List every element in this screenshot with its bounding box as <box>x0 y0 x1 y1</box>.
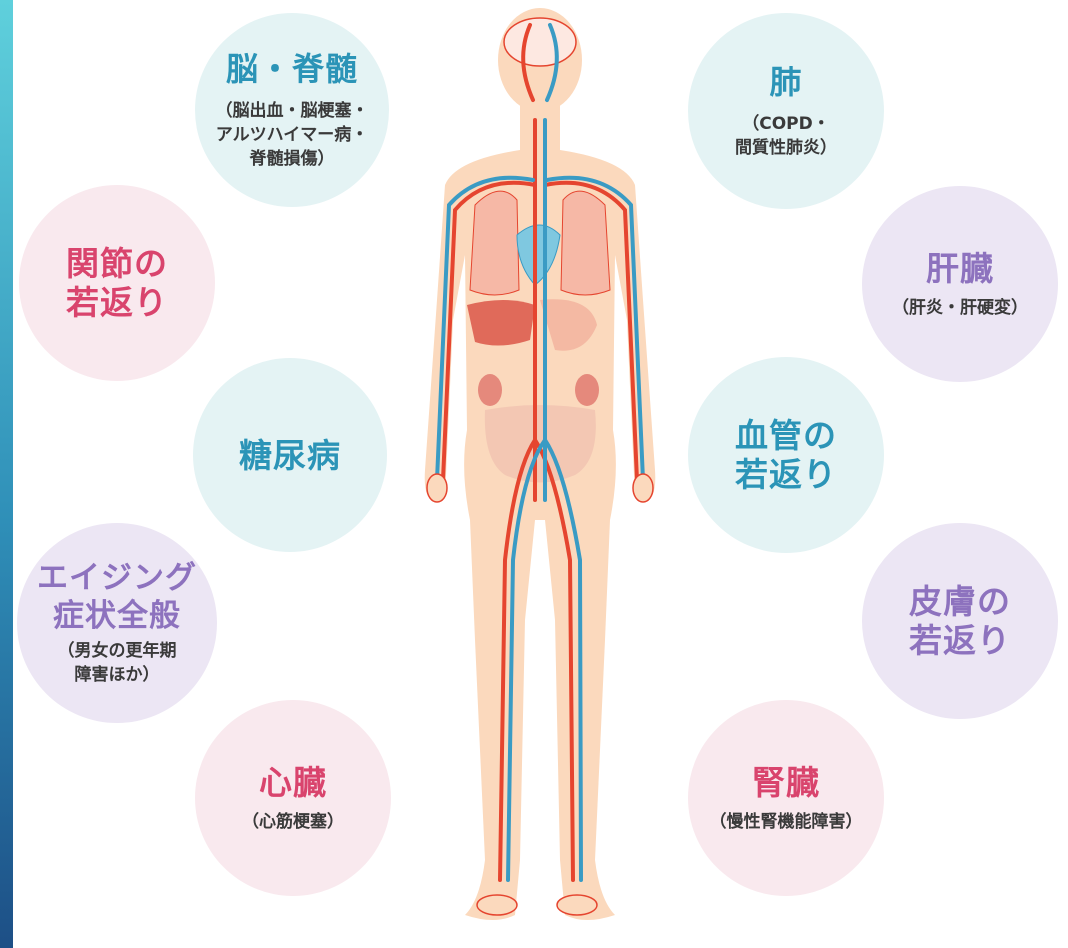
liver-subtitle: （肝炎・肝硬変） <box>892 296 1028 320</box>
diabetes-circle: 糖尿病 <box>193 358 387 552</box>
left-lung-organ <box>470 191 519 295</box>
human-body-illustration <box>405 0 675 948</box>
liver-organ <box>467 300 535 346</box>
heart-title: 心臓 <box>259 763 327 802</box>
aging-subtitle: （男女の更年期 障害ほか） <box>58 639 177 687</box>
brain-spinal-cord-circle: 脳・脊髄 （脳出血・脳梗塞・ アルツハイマー病・ 脊髄損傷） <box>195 13 389 207</box>
kidney-title: 腎臓 <box>752 763 820 802</box>
skin-title: 皮膚の 若返り <box>909 582 1011 660</box>
lung-circle: 肺 （COPD・ 間質性肺炎） <box>688 13 884 209</box>
left-edge-bar <box>0 0 13 948</box>
brain-subtitle: （脳出血・脳梗塞・ アルツハイマー病・ 脊髄損傷） <box>216 99 369 171</box>
diabetes-title: 糖尿病 <box>239 436 341 475</box>
kidney-circle: 腎臓 （慢性腎機能障害） <box>688 700 884 896</box>
skin-rejuvenation-circle: 皮膚の 若返り <box>862 523 1058 719</box>
vessel-rejuvenation-circle: 血管の 若返り <box>688 357 884 553</box>
brain-organ <box>504 18 576 66</box>
aging-title: エイジング 症状全般 <box>37 559 197 635</box>
lung-title: 肺 <box>769 63 802 102</box>
heart-circle: 心臓 （心筋梗塞） <box>195 700 391 896</box>
extremity-capillaries <box>427 474 653 915</box>
kidney-subtitle: （慢性腎機能障害） <box>710 810 863 834</box>
brain-title: 脳・脊髄 <box>226 50 358 89</box>
liver-circle: 肝臓 （肝炎・肝硬変） <box>862 186 1058 382</box>
lung-subtitle: （COPD・ 間質性肺炎） <box>735 112 837 160</box>
heart-subtitle: （心筋梗塞） <box>242 810 344 834</box>
joint-rejuvenation-circle: 関節の 若返り <box>19 185 215 381</box>
aging-symptoms-circle: エイジング 症状全般 （男女の更年期 障害ほか） <box>17 523 217 723</box>
right-lung-organ <box>561 191 610 295</box>
vessel-title: 血管の 若返り <box>735 416 837 494</box>
liver-title: 肝臓 <box>926 249 994 288</box>
joint-title: 関節の 若返り <box>66 244 168 322</box>
right-kidney-organ <box>575 374 599 406</box>
left-kidney-organ <box>478 374 502 406</box>
